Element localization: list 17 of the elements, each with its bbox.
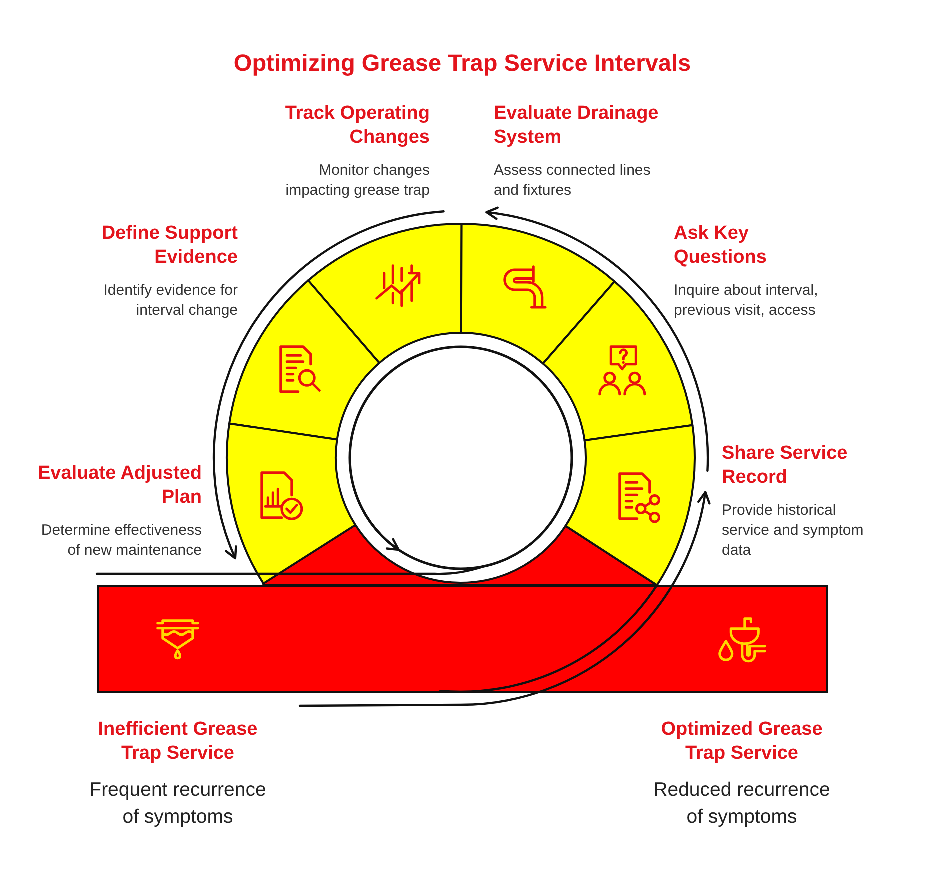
outcome-description: Frequent recurrence of symptoms (88, 778, 268, 830)
step-title: Track Operating Changes (284, 102, 430, 150)
diagram-title: Optimizing Grease Trap Service Intervals (234, 49, 692, 77)
step-description: Determine effectiveness of new maintenance (40, 521, 202, 561)
outcome-title: Optimized Grease Trap Service (660, 718, 824, 766)
step-title: Evaluate Drainage System (494, 102, 660, 150)
step-description: Assess connected lines and fixtures (494, 161, 652, 201)
step-title: Evaluate Adjusted Plan (36, 462, 202, 510)
step-description: Inquire about interval, previous visit, access (674, 281, 820, 321)
outcome-title: Inefficient Grease Trap Service (97, 718, 259, 766)
step-description: Identify evidence for interval change (102, 281, 238, 321)
step-description: Provide historical service and symptom data (722, 501, 865, 561)
outcome-description: Reduced recurrence of symptoms (652, 778, 832, 830)
step-title: Define Support Evidence (100, 222, 238, 270)
step-title: Ask Key Questions (674, 222, 768, 270)
step-description: Monitor changes impacting grease trap (284, 161, 430, 201)
step-title: Share Service Record (722, 442, 849, 490)
